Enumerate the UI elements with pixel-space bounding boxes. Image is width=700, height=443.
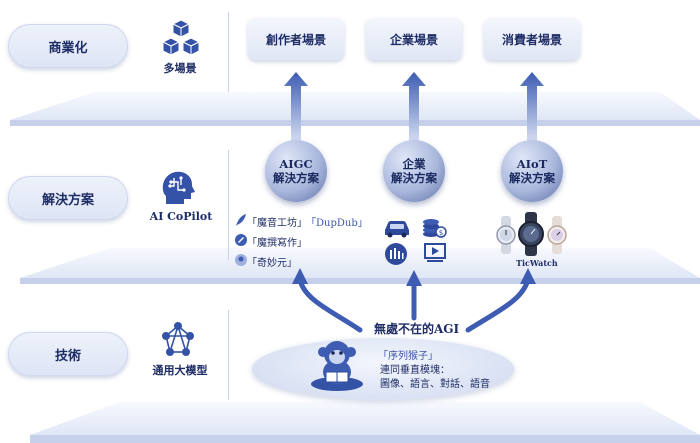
sphere-enterprise-solution: 企業 解決方案 xyxy=(383,140,445,202)
row-label-commercial: 商業化 xyxy=(8,24,128,68)
scene-creator: 創作者場景 xyxy=(248,18,344,60)
watch-brand-label: TicWatch xyxy=(516,258,558,268)
arrow-enterprise xyxy=(402,72,426,142)
product-mozhuan: 「魔撰寫作」 xyxy=(247,238,307,249)
sphere-aiot-line2: 解決方案 xyxy=(509,171,555,185)
svg-text:$: $ xyxy=(439,229,443,237)
arrow-aiot xyxy=(520,72,544,142)
watch-dark-icon xyxy=(518,212,544,256)
curve-arrow-right xyxy=(465,277,531,333)
row-label-solution: 解決方案 xyxy=(8,176,128,220)
divider-bottom xyxy=(228,310,229,400)
product-moyin: 「魔音工坊」 xyxy=(247,218,307,229)
sphere-aiot-line1: AIoT xyxy=(516,157,548,171)
icon-label-general-model: 通用大模型 xyxy=(152,364,208,377)
monkey-mascot-icon xyxy=(311,341,363,391)
write-icon xyxy=(235,234,247,246)
feather-icon xyxy=(236,214,246,226)
audio-bars-icon xyxy=(385,243,407,265)
product-qimiaoyuan: 「奇妙元」 xyxy=(247,258,297,269)
sphere-enterprise-line1: 企業 xyxy=(402,157,426,171)
video-play-icon xyxy=(424,243,446,262)
sphere-enterprise-line2: 解決方案 xyxy=(391,171,437,185)
model-name: 「序列猴子」 xyxy=(378,351,438,362)
scene-consumer: 消費者場景 xyxy=(484,18,580,60)
sphere-aiot-solution: AIoT 解決方案 xyxy=(501,140,563,202)
divider-top xyxy=(228,12,229,92)
icon-label-multi-scene: 多場景 xyxy=(163,62,197,75)
scene-enterprise: 企業場景 xyxy=(366,18,462,60)
avatar-icon xyxy=(235,254,247,266)
product-dupdub: 「DupDub」 xyxy=(306,218,368,229)
car-icon xyxy=(385,221,409,238)
ai-head-icon xyxy=(162,171,195,204)
network-icon xyxy=(162,322,194,356)
watch-rose-icon xyxy=(547,216,567,254)
model-disc xyxy=(252,338,514,400)
model-modalities: 圖像、語言、對話、語音 xyxy=(380,379,490,390)
cubes-icon xyxy=(161,19,201,56)
arrow-aigc xyxy=(284,72,308,142)
sphere-aigc-solution: AIGC 解決方案 xyxy=(265,140,327,202)
tech-platform xyxy=(30,402,700,443)
sphere-aigc-line1: AIGC xyxy=(279,157,313,171)
divider-middle xyxy=(228,150,229,260)
model-vertical-modules: 連同垂直模塊： xyxy=(380,365,450,376)
coins-icon: $ xyxy=(423,219,447,238)
sphere-aigc-line2: 解決方案 xyxy=(273,171,319,185)
icon-label-ai-copilot: AI CoPilot xyxy=(149,210,213,223)
row-label-tech: 技術 xyxy=(8,332,128,376)
curve-arrow-left xyxy=(297,277,363,333)
watch-silver-icon xyxy=(496,216,516,254)
agi-title: 無處不在的AGI xyxy=(374,322,460,336)
